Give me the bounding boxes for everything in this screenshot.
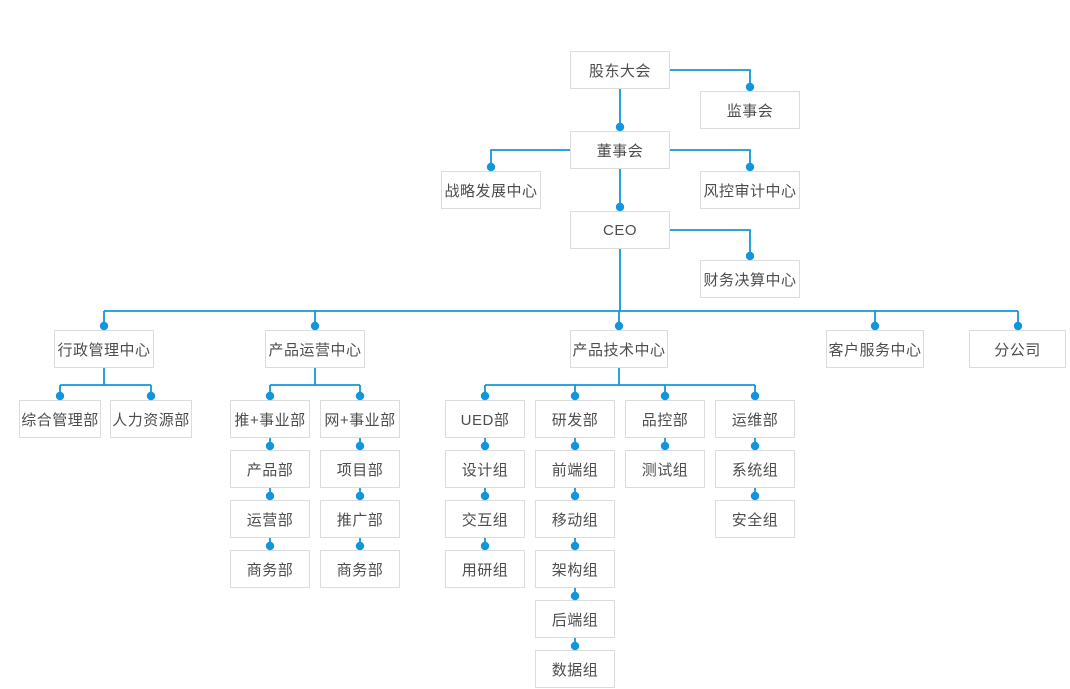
org-node-frontend-group: 前端组 (535, 450, 615, 488)
org-node-testing-group: 测试组 (625, 450, 705, 488)
org-node-shareholders-meeting: 股东大会 (570, 51, 670, 89)
org-node-quality-control-dept: 品控部 (625, 400, 705, 438)
org-node-rnd-dept: 研发部 (535, 400, 615, 438)
org-node-customer-service-center: 客户服务中心 (826, 330, 924, 368)
org-node-administration-center: 行政管理中心 (54, 330, 154, 368)
org-node-backend-group: 后端组 (535, 600, 615, 638)
org-node-net-plus-division: 网+事业部 (320, 400, 400, 438)
org-node-ceo: CEO (570, 211, 670, 249)
org-node-human-resources-dept: 人力资源部 (110, 400, 192, 438)
org-node-product-dept: 产品部 (230, 450, 310, 488)
org-node-risk-audit-center: 风控审计中心 (700, 171, 800, 209)
org-node-mobile-group: 移动组 (535, 500, 615, 538)
org-node-security-group: 安全组 (715, 500, 795, 538)
org-node-strategic-development-center: 战略发展中心 (441, 171, 541, 209)
org-node-interaction-group: 交互组 (445, 500, 525, 538)
org-node-product-technology-center: 产品技术中心 (570, 330, 668, 368)
org-node-project-dept: 项目部 (320, 450, 400, 488)
org-node-operations-dept: 运营部 (230, 500, 310, 538)
org-node-promotion-dept: 推广部 (320, 500, 400, 538)
org-node-business-dept-1: 商务部 (230, 550, 310, 588)
org-node-data-group: 数据组 (535, 650, 615, 688)
org-node-user-research-group: 用研组 (445, 550, 525, 588)
org-node-tui-plus-division: 推+事业部 (230, 400, 310, 438)
org-node-branch-company: 分公司 (969, 330, 1066, 368)
org-node-system-group: 系统组 (715, 450, 795, 488)
org-node-supervisory-board: 监事会 (700, 91, 800, 129)
org-node-ued-dept: UED部 (445, 400, 525, 438)
org-node-product-operation-center: 产品运营中心 (265, 330, 365, 368)
org-node-business-dept-2: 商务部 (320, 550, 400, 588)
org-node-ops-maintenance-dept: 运维部 (715, 400, 795, 438)
org-node-board-of-directors: 董事会 (570, 131, 670, 169)
org-node-design-group: 设计组 (445, 450, 525, 488)
org-node-general-management-dept: 综合管理部 (19, 400, 101, 438)
org-node-financial-settlement-center: 财务决算中心 (700, 260, 800, 298)
org-node-architecture-group: 架构组 (535, 550, 615, 588)
